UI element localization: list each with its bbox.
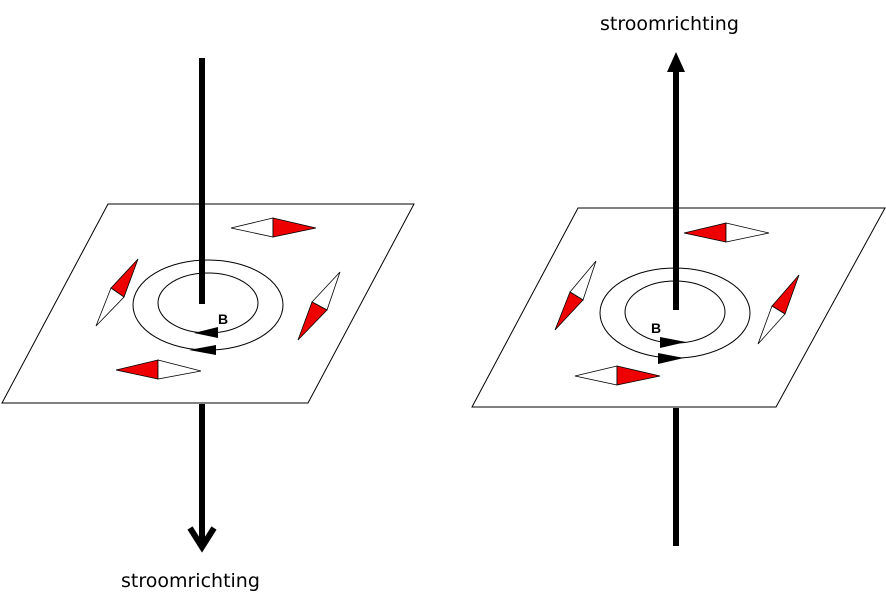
left-field-arrow-inner [194,327,218,338]
left-compass-right [297,271,341,341]
left-field-label: B [218,311,229,327]
right-setup [471,52,886,546]
right-field-arrow-inner [660,337,686,348]
left-current-label: stroomrichting [121,570,260,592]
left-compass-left [95,258,139,327]
left-current-arrowhead [187,526,217,553]
right-field-label: B [651,320,662,336]
right-current-arrowhead [667,52,685,72]
right-compass-bottom [574,365,661,386]
left-field-arrow-outer [189,345,216,355]
right-compass-right [757,274,800,345]
left-compass-top [230,217,317,238]
left-plane [1,203,415,404]
left-setup [1,58,415,553]
right-current-label: stroomrichting [600,13,739,35]
right-compass-top [683,222,770,243]
right-compass-left [554,260,597,331]
left-compass-bottom [115,359,202,380]
right-field-arrow-outer [658,353,684,364]
